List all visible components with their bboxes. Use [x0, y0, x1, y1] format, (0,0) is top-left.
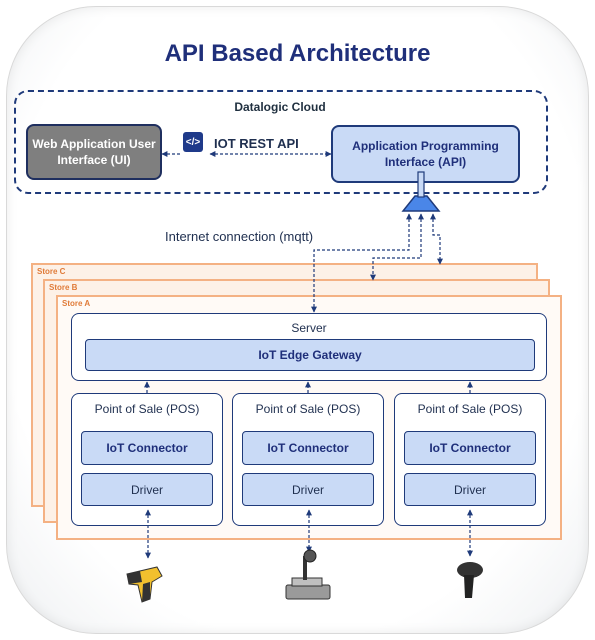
iot-connector-box: IoT Connector — [81, 431, 213, 465]
pos-label: Point of Sale (POS) — [255, 402, 361, 416]
web-ui-box: Web Application User Interface (UI) — [26, 124, 162, 180]
api-funnel-icon — [401, 171, 441, 212]
cloud-boundary — [14, 90, 548, 194]
store-a-link — [311, 213, 412, 313]
server-label: Server — [291, 321, 327, 335]
handheld-scanner-dark-icon — [457, 562, 483, 598]
iot-connector-box: IoT Connector — [404, 431, 536, 465]
api-box: Application Programming Interface (API) — [331, 125, 520, 183]
pos-label: Point of Sale (POS) — [417, 402, 523, 416]
code-icon: </> — [183, 132, 203, 152]
handheld-scanner-icon — [126, 566, 163, 603]
driver-box: Driver — [242, 473, 374, 506]
iot-connector-box: IoT Connector — [242, 431, 374, 465]
store-b-link — [370, 213, 424, 281]
store-c-label: Store C — [37, 267, 66, 276]
iot-edge-gateway-box: IoT Edge Gateway — [85, 339, 535, 371]
diagram-title: API Based Architecture — [164, 40, 431, 67]
pos-label: Point of Sale (POS) — [94, 402, 200, 416]
internet-connection-label: Internet connection (mqtt) — [165, 229, 314, 244]
store-c-link — [430, 213, 443, 265]
presentation-scanner-icon — [285, 549, 331, 600]
rest-api-label: IOT REST API — [214, 136, 299, 151]
driver-box: Driver — [404, 473, 536, 506]
store-b-label: Store B — [49, 283, 78, 292]
store-a-label: Store A — [62, 299, 91, 308]
driver-box: Driver — [81, 473, 213, 506]
cloud-label: Datalogic Cloud — [234, 100, 326, 114]
